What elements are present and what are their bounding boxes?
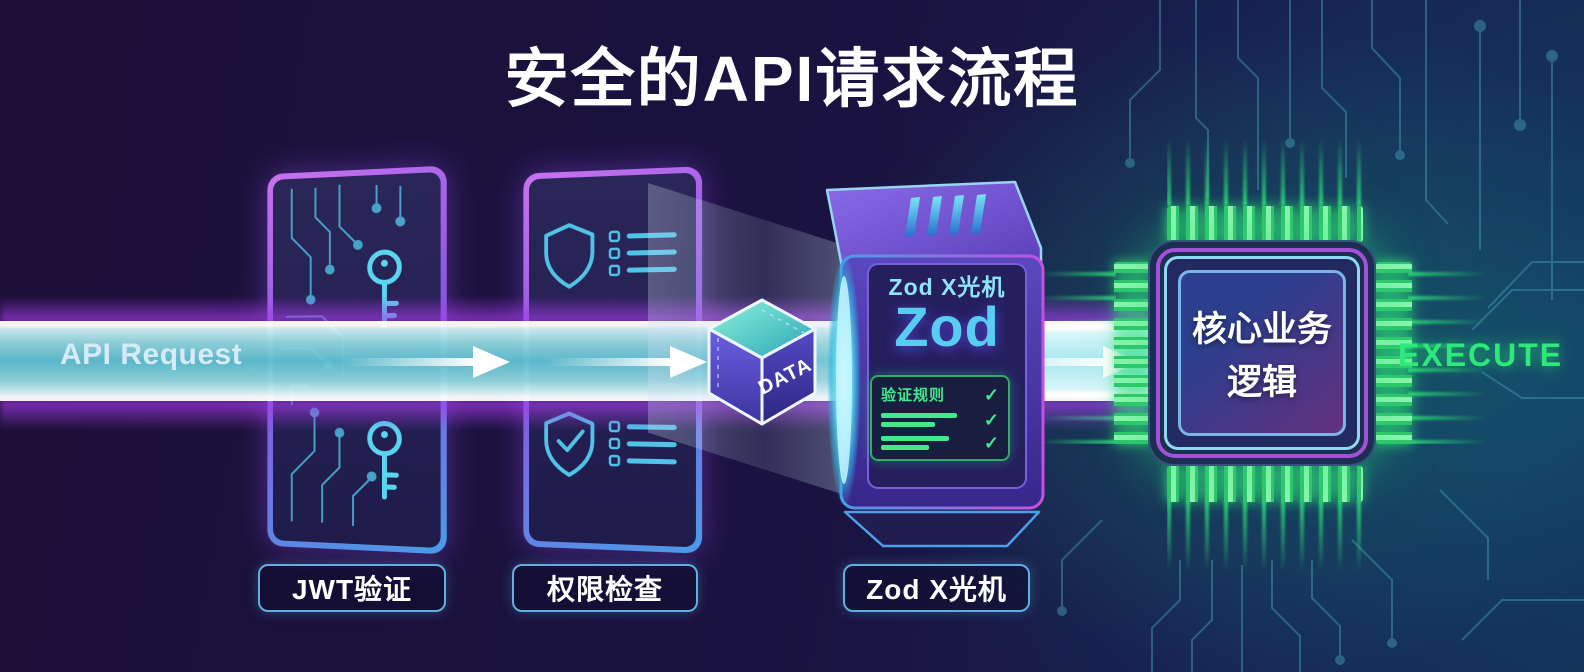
scanner-device: Zod X光机 Zod 验证规则 ✓ ✓ ✓: [815, 176, 1047, 548]
chip-pins-right: [1376, 262, 1412, 444]
key-icon: [370, 423, 400, 497]
page-title: 安全的API请求流程: [504, 43, 1080, 115]
chip-pins-top: [1167, 206, 1363, 242]
execute-label: EXECUTE: [1398, 337, 1564, 373]
check-icon: ✓: [983, 433, 999, 453]
chip-core-label-line1: 核心业务: [1191, 310, 1332, 349]
stage-label-scanner: Zod X光机: [843, 564, 1030, 612]
check-icon: ✓: [983, 384, 999, 405]
data-cube: DATA: [707, 298, 817, 426]
rule-row: 验证规则 ✓: [881, 384, 999, 405]
chip-ring-purple: 核心业务 逻辑: [1156, 248, 1368, 458]
rule-lines: [881, 412, 957, 427]
checklist: [610, 230, 677, 275]
chip-rays-right: [1408, 262, 1486, 444]
cpu-chip: 核心业务 逻辑: [1148, 240, 1376, 466]
arrow-right-icon: [342, 346, 510, 378]
rule-row: ✓: [881, 411, 999, 429]
rule-lines: [881, 436, 949, 450]
chip-pins-bottom: [1167, 466, 1363, 502]
stage-label-permission: 权限检查: [512, 564, 698, 612]
stage-label-jwt: JWT验证: [258, 564, 446, 612]
chip-core: 核心业务 逻辑: [1178, 270, 1346, 436]
key-icon: [370, 252, 400, 326]
chip-pins-left: [1114, 262, 1150, 444]
chip-ring-cyan: 核心业务 逻辑: [1164, 256, 1360, 450]
rule-row: ✓: [881, 434, 999, 452]
scanner-body-graphic: [825, 180, 1045, 548]
arrow-right-icon: [545, 346, 707, 378]
scanner-vents-icon: [905, 194, 986, 237]
scanner-name: Zod X光机: [888, 274, 1006, 300]
shield-icon: [546, 225, 592, 287]
validation-rules-panel: 验证规则 ✓ ✓ ✓: [870, 375, 1010, 461]
chip-core-label-line2: 逻辑: [1226, 363, 1297, 402]
validation-rules-title: 验证规则: [881, 387, 946, 404]
api-request-label: API Request: [60, 338, 243, 371]
zod-logo: Zod: [894, 295, 1000, 358]
chip-rays-top: [1167, 138, 1363, 206]
chip-rays-bottom: [1167, 500, 1363, 572]
check-icon: ✓: [983, 409, 999, 430]
